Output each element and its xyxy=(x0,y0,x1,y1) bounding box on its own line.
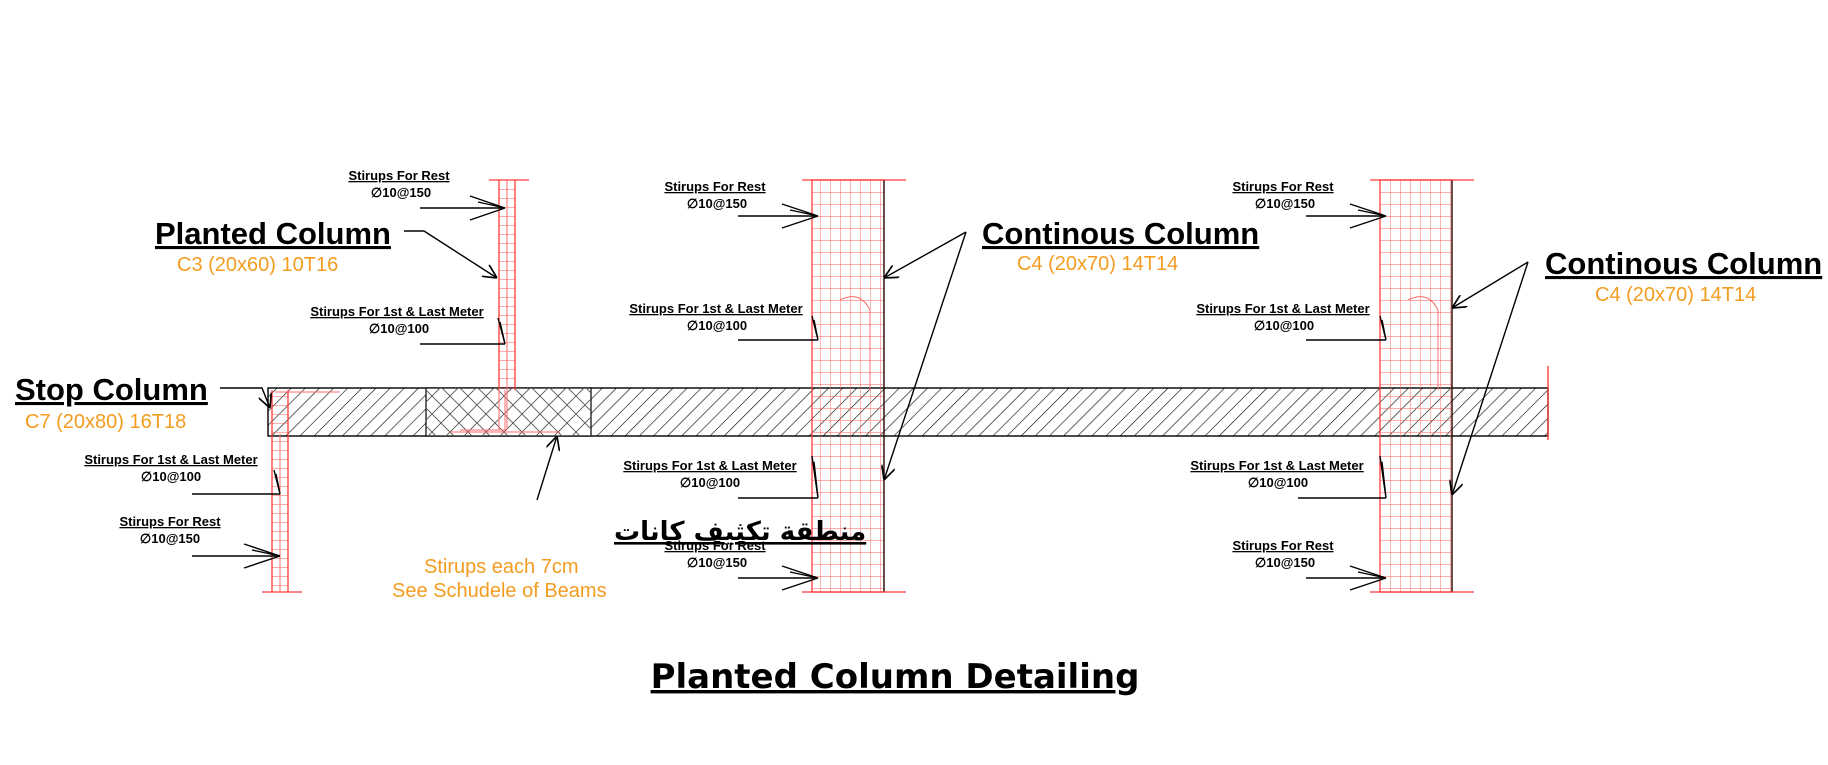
continous-column-1-heading: Continous Column xyxy=(982,216,1259,251)
slab-band xyxy=(267,366,1549,440)
stirrup-end-spec: ∅10@100 xyxy=(687,318,747,333)
stirrup-end-label: Stirups For 1st & Last Meter xyxy=(623,458,796,473)
leader-lines xyxy=(192,195,1529,591)
drawing-title: Planted Column Detailing xyxy=(651,657,1140,697)
stirrup-end-label: Stirups For 1st & Last Meter xyxy=(1196,301,1369,316)
continous-column-2-spec: C4 (20x70) 14T14 xyxy=(1595,284,1756,306)
stirrup-rest-label: Stirups For Rest xyxy=(348,168,450,183)
stop-column-spec: C7 (20x80) 16T18 xyxy=(25,411,186,433)
stop-column-heading: Stop Column xyxy=(15,372,208,407)
continous-column-1 xyxy=(802,179,906,593)
continous-column-2-heading: Continous Column xyxy=(1545,246,1822,281)
stirrup-end-spec: ∅10@100 xyxy=(1254,318,1314,333)
stirrup-rest-label: Stirups For Rest xyxy=(119,514,221,529)
stirrup-rest-spec: ∅10@150 xyxy=(687,555,747,570)
stirrup-rest-spec: ∅10@150 xyxy=(1255,196,1315,211)
zone-arabic-label: منطقة تكثيف كانات xyxy=(614,517,866,547)
continous-column-1-spec: C4 (20x70) 14T14 xyxy=(1017,253,1178,275)
planted-column-heading: Planted Column xyxy=(155,216,391,251)
continous-column-2 xyxy=(1370,179,1474,593)
stirrup-end-spec: ∅10@100 xyxy=(680,475,740,490)
stirrup-rest-label: Stirups For Rest xyxy=(664,179,766,194)
stirrup-rest-spec: ∅10@150 xyxy=(687,196,747,211)
stirrup-rest-label: Stirups For Rest xyxy=(1232,179,1334,194)
stirrup-end-label: Stirups For 1st & Last Meter xyxy=(629,301,802,316)
stirrup-end-spec: ∅10@100 xyxy=(141,469,201,484)
stirrup-rest-spec: ∅10@150 xyxy=(1255,555,1315,570)
stirrup-end-label: Stirups For 1st & Last Meter xyxy=(1190,458,1363,473)
stirrup-end-spec: ∅10@100 xyxy=(1248,475,1308,490)
stirrup-rest-spec: ∅10@150 xyxy=(371,185,431,200)
stirrup-end-label: Stirups For 1st & Last Meter xyxy=(310,304,483,319)
planted-column-spec: C3 (20x60) 10T16 xyxy=(177,254,338,276)
stirrup-rest-label: Stirups For Rest xyxy=(1232,538,1334,553)
stirrup-rest-spec: ∅10@150 xyxy=(140,531,200,546)
stirrup-end-spec: ∅10@100 xyxy=(369,321,429,336)
stirrup-end-label: Stirups For 1st & Last Meter xyxy=(84,452,257,467)
stirrup-rest-label: Stirups For Rest xyxy=(664,538,766,553)
zone-note-stirrups: Stirups each 7cm xyxy=(424,556,579,578)
zone-note-schedule: See Schudele of Beams xyxy=(392,580,607,602)
